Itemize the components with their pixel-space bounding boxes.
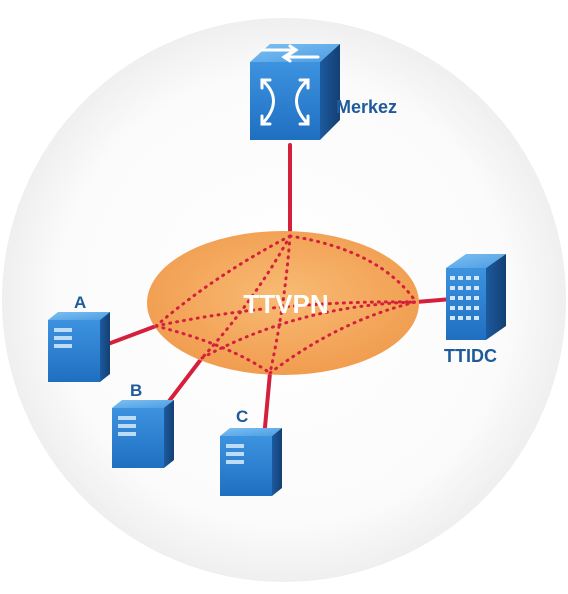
- links: [106, 143, 454, 440]
- server-icon: [48, 312, 110, 382]
- server-icon: [220, 428, 282, 496]
- vpn-cloud: [147, 231, 419, 375]
- switch-icon: [250, 44, 340, 140]
- ttidc-label: TTIDC: [444, 346, 497, 366]
- server-c-label: C: [236, 407, 248, 426]
- vpn-cloud-label: TTVPN: [243, 289, 328, 319]
- link-a: [106, 324, 158, 346]
- server-a-label: A: [74, 293, 86, 312]
- server-icon: [112, 400, 174, 468]
- link-c: [262, 371, 272, 440]
- merkez-label: Merkez: [336, 97, 397, 117]
- server-b-label: B: [130, 381, 142, 400]
- datacenter-building-icon: [446, 254, 506, 340]
- mesh-paths: [154, 234, 418, 375]
